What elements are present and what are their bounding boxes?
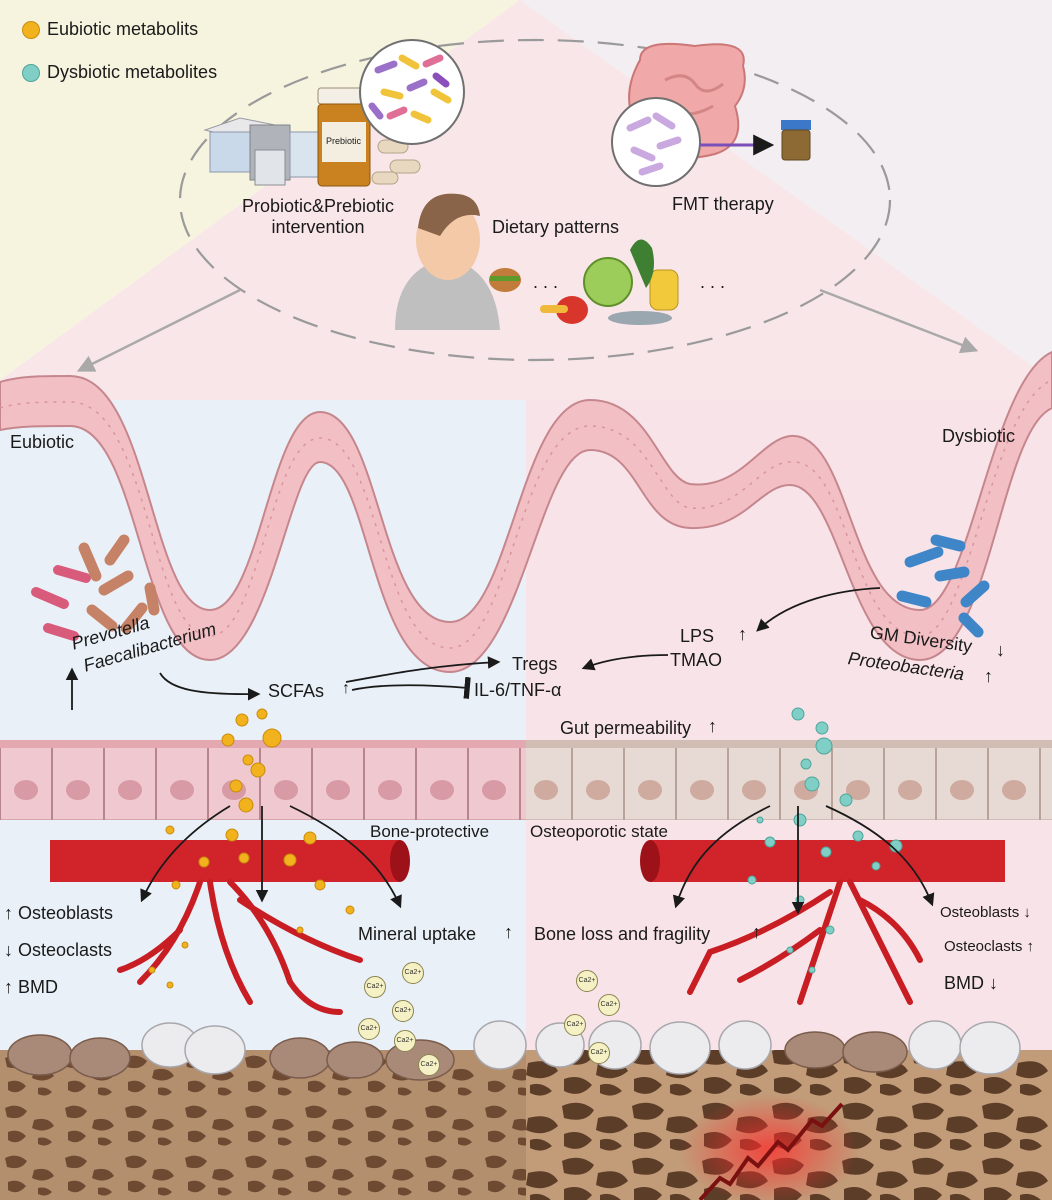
- calcium-ion: Ca2+: [392, 1000, 414, 1022]
- eubiotic-metabolites: [148, 708, 355, 989]
- bone-fracture-line: [698, 1102, 844, 1200]
- dysbiotic-metabolites: [747, 707, 903, 974]
- calcium-ion: Ca2+: [588, 1042, 610, 1064]
- proteobacteria-up-arrow: ↑: [984, 666, 993, 686]
- dysbiotic-bacteria-icon: [896, 534, 990, 638]
- eubiotic-legend-swatch: [22, 21, 40, 39]
- calcium-ion: Ca2+: [364, 976, 386, 998]
- dysbiotic-osteoblasts-label: Osteoblasts ↓: [940, 904, 1031, 921]
- gut-permeability-up-arrow: ↑: [708, 716, 717, 736]
- fracture-glow: [680, 1095, 860, 1200]
- probiotic-label-line2: intervention: [271, 216, 365, 237]
- dietary-patterns-label: Dietary patterns: [492, 217, 620, 237]
- blood-vessel-left: [50, 840, 410, 1015]
- eubiotic-state-label: Eubiotic: [10, 432, 75, 452]
- mineral-uptake-label: Mineral uptake: [358, 924, 477, 944]
- dysbiotic-bmd-label: BMD ↓: [944, 973, 998, 993]
- prebiotic-bottle-label: Prebiotic: [326, 136, 362, 146]
- osteoporotic-state-label: Osteoporotic state: [530, 822, 668, 841]
- lps-label: LPS: [680, 626, 715, 646]
- tregs-label: Tregs: [512, 654, 558, 674]
- eubiotic-osteoclasts-label: ↓ Osteoclasts: [4, 940, 113, 960]
- person-eating-icon: [395, 193, 521, 330]
- dysbiotic-state-label: Dysbiotic: [942, 426, 1016, 446]
- fmt-therapy-label: FMT therapy: [672, 194, 774, 214]
- calcium-ion: Ca2+: [598, 994, 620, 1016]
- calcium-ion: Ca2+: [394, 1030, 416, 1052]
- calcium-ion: Ca2+: [358, 1018, 380, 1040]
- food-ellipsis-right: . . .: [700, 272, 726, 292]
- scfas-up-arrow: ↑: [342, 680, 350, 697]
- gm-diversity-down-arrow: ↓: [996, 640, 1005, 660]
- dysbiotic-legend-label: Dysbiotic metabolites: [47, 62, 218, 82]
- dysbiotic-legend-swatch: [22, 64, 40, 82]
- food-icon: [540, 239, 679, 325]
- calcium-ion: Ca2+: [576, 970, 598, 992]
- lps-up-arrow: ↑: [738, 624, 747, 644]
- calcium-ion: Ca2+: [418, 1054, 440, 1076]
- calcium-ion: Ca2+: [402, 962, 424, 984]
- eubiotic-bacteria-icon: [31, 534, 160, 641]
- probiotic-label-line1: Probiotic&Prebiotic: [241, 196, 395, 216]
- fmt-bacteria-magnifier-icon: [611, 97, 701, 187]
- scfas-label: SCFAs: [268, 681, 325, 701]
- osteoclast-cells: [141, 1020, 1021, 1075]
- bone-loss-label: Bone loss and fragility: [534, 924, 711, 944]
- calcium-ion: Ca2+: [564, 1014, 586, 1036]
- gut-permeability-label: Gut permeability: [560, 718, 692, 738]
- dysbiotic-osteoclasts-label: Osteoclasts ↑: [944, 938, 1035, 955]
- bacteria-magnifier-icon: [359, 39, 465, 145]
- gut-villi-wall: [0, 350, 1052, 674]
- mineral-uptake-up-arrow: ↑: [504, 922, 513, 942]
- stool-sample-jar-icon: [781, 120, 811, 161]
- food-ellipsis-left: . . .: [533, 272, 559, 292]
- bone-protective-label: Bone-protective: [370, 822, 490, 841]
- il6-tnf-label: IL-6/TNF-α: [474, 680, 562, 700]
- probiotic-prebiotic-label: Probiotic&Prebiotic intervention: [218, 196, 418, 237]
- eubiotic-legend-label: Eubiotic metabolits: [47, 19, 199, 39]
- bone-loss-up-arrow: ↑: [752, 922, 761, 942]
- prebiotic-bottle-icon: [317, 87, 371, 187]
- eubiotic-bmd-label: ↑ BMD: [4, 977, 58, 997]
- eubiotic-osteoblasts-label: ↑ Osteoblasts: [4, 903, 114, 923]
- tmao-label: TMAO: [670, 650, 722, 670]
